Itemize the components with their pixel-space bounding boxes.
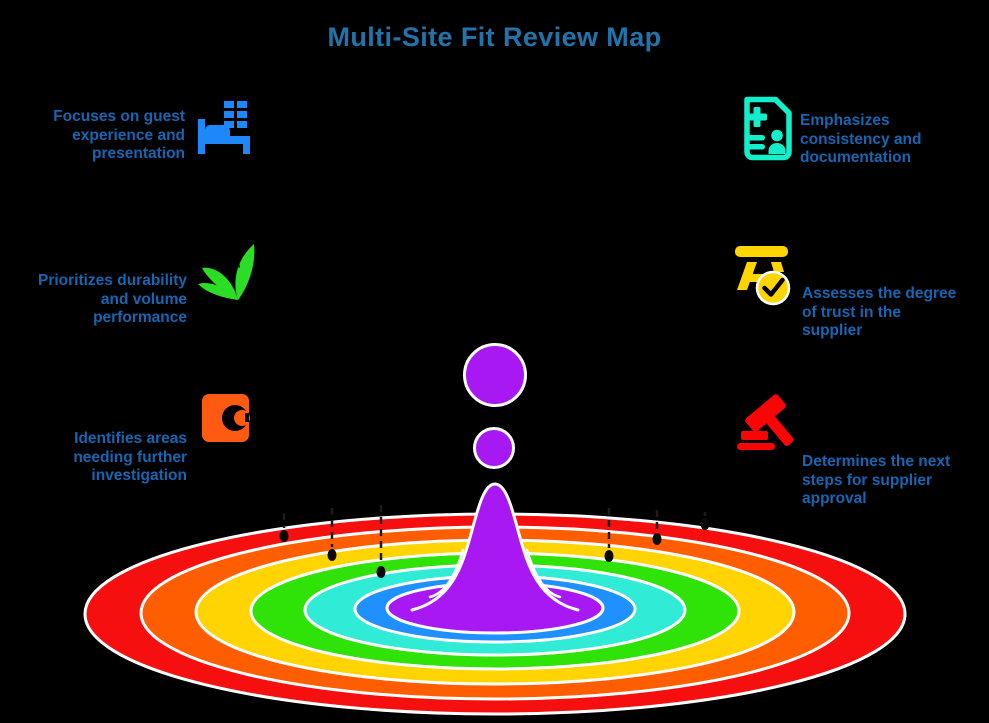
drip-dot bbox=[376, 566, 386, 578]
gavel-icon bbox=[736, 394, 794, 452]
drip-dot bbox=[327, 549, 337, 561]
splash-outline bbox=[410, 482, 580, 612]
bed-icon bbox=[198, 98, 250, 154]
splash-swoosh-right bbox=[525, 548, 562, 599]
droplet-large bbox=[463, 343, 527, 407]
page-title: Multi-Site Fit Review Map bbox=[327, 22, 662, 52]
drip-lines bbox=[282, 505, 707, 564]
splash-column bbox=[412, 484, 578, 623]
cutout-square-icon bbox=[202, 393, 250, 443]
label-approval: Determines the next steps for supplier a… bbox=[802, 453, 951, 507]
label-investigation: Identifies areas needing further investi… bbox=[73, 430, 187, 484]
label-durability: Prioritizes durability and volume perfor… bbox=[37, 272, 187, 326]
droplet-small bbox=[473, 427, 515, 469]
stamp-check-icon bbox=[735, 243, 791, 307]
document-person-icon bbox=[736, 96, 794, 162]
drip-dots bbox=[279, 518, 710, 578]
drip-dot bbox=[279, 530, 289, 542]
fanned-pages-icon bbox=[196, 242, 258, 304]
label-guest-experience: Focuses on guest experience and presenta… bbox=[53, 108, 185, 162]
splash-swoosh-left bbox=[428, 548, 465, 599]
label-consistency: Emphasizes consistency and documentation bbox=[800, 112, 922, 166]
drip-dot bbox=[700, 518, 710, 530]
drip-dot bbox=[604, 550, 614, 562]
label-trust: Assesses the degree of trust in the supp… bbox=[802, 285, 957, 339]
drip-dot bbox=[652, 533, 662, 545]
